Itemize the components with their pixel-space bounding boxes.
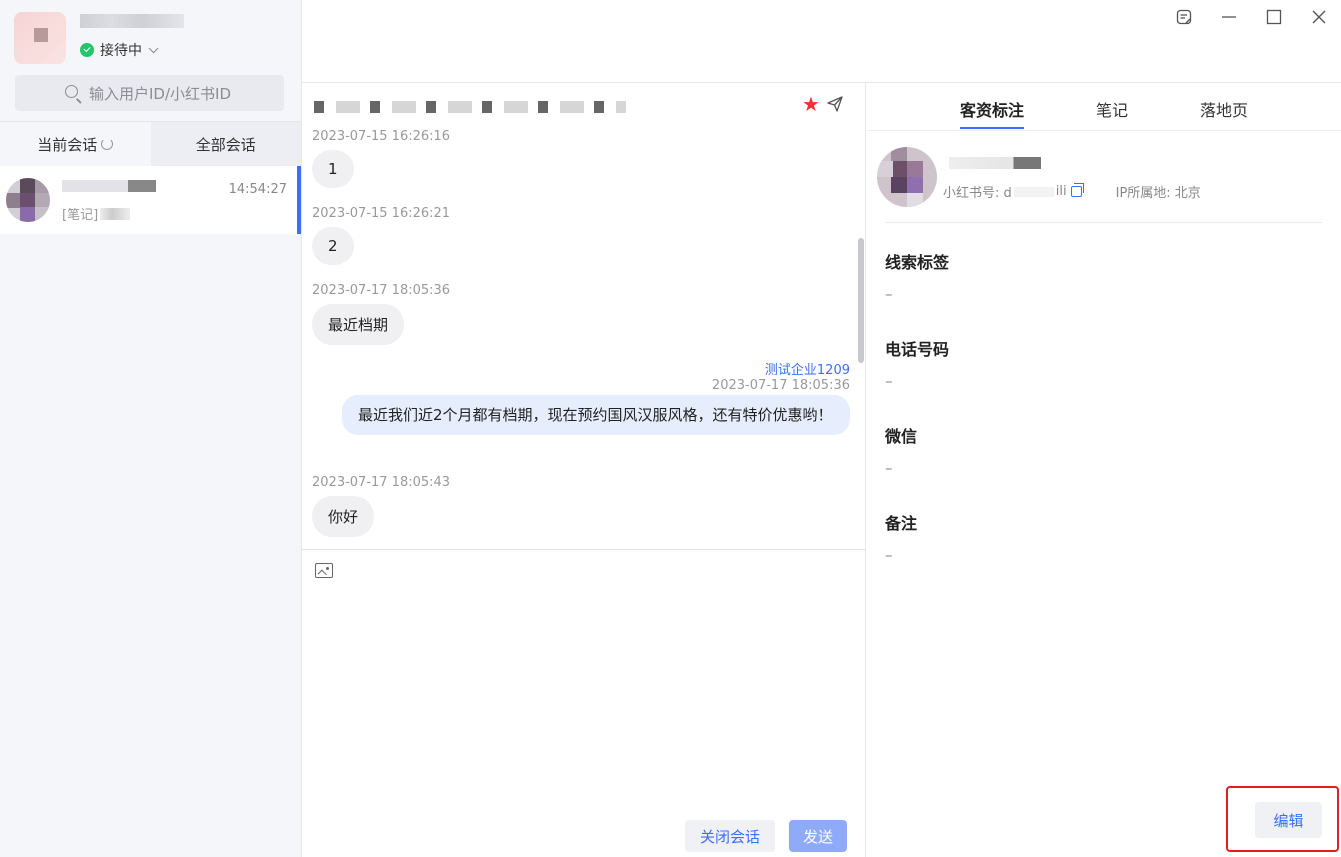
image-upload-icon[interactable] xyxy=(315,563,333,578)
tab-customer-annotation[interactable]: 客资标注 xyxy=(960,101,1025,120)
sidebar: 接待中 输入用户ID/小红书ID 当前会话 全部会话 14:54:27 [笔记] xyxy=(0,0,302,857)
conversation-name-redacted xyxy=(62,180,156,192)
field-value-wechat: – xyxy=(885,459,893,477)
customer-panel: 客资标注 笔记 落地页 小红书号: d ili IP所属地: 北京 线索标签 –… xyxy=(867,83,1341,857)
agent-status-label: 接待中 xyxy=(100,43,142,59)
edit-button[interactable]: 编辑 xyxy=(1255,802,1322,838)
panel-divider xyxy=(885,222,1322,223)
message-bubble: 最近我们近2个月都有档期，现在预约国风汉服风格，还有特价优惠哟！ xyxy=(342,395,850,435)
message-item: 2023-07-17 18:05:36 最近档期 xyxy=(312,283,450,345)
conversation-preview-text: [笔记] xyxy=(62,208,99,223)
message-item: 2023-07-15 16:26:16 1 xyxy=(312,129,450,188)
agent-avatar[interactable] xyxy=(14,12,66,64)
panel-tabs: 客资标注 笔记 落地页 xyxy=(867,83,1341,131)
field-value-lead-tags: – xyxy=(885,285,893,303)
copy-icon[interactable] xyxy=(1070,183,1084,197)
send-button[interactable]: 发送 xyxy=(789,820,847,852)
paper-plane-icon[interactable] xyxy=(826,95,844,113)
notes-icon[interactable] xyxy=(1161,0,1206,34)
message-time: 2023-07-15 16:26:16 xyxy=(312,129,451,144)
message-time: 2023-07-17 18:05:43 xyxy=(312,475,451,490)
message-time: 2023-07-17 18:05:36 xyxy=(711,378,850,393)
message-sender: 测试企业1209 xyxy=(764,363,850,378)
loading-spinner-icon xyxy=(101,138,114,150)
message-item-self: 测试企业1209 2023-07-17 18:05:36 最近我们近2个月都有档… xyxy=(342,359,850,435)
chevron-down-icon xyxy=(148,42,159,53)
conversation-time: 14:54:27 xyxy=(228,182,287,197)
message-bubble: 1 xyxy=(312,150,354,188)
field-label-phone: 电话号码 xyxy=(885,340,950,359)
close-icon[interactable] xyxy=(1296,0,1341,34)
field-value-remarks: – xyxy=(885,546,893,564)
tab-label: 全部会话 xyxy=(195,135,256,154)
message-time: 2023-07-17 18:05:36 xyxy=(312,283,451,298)
tab-landing-page[interactable]: 落地页 xyxy=(1200,101,1249,120)
xhs-id-label: 小红书号: d xyxy=(943,186,1012,201)
tab-label: 当前会话 xyxy=(37,135,98,154)
active-tab-indicator xyxy=(960,127,1024,129)
chat-panel: ★ 2023-07-15 16:26:16 1 2023-07-15 16:26… xyxy=(302,83,866,857)
preview-redacted xyxy=(100,207,131,220)
highlight-box xyxy=(1226,786,1339,852)
message-item: 2023-07-17 18:05:43 你好 xyxy=(312,475,450,537)
field-label-remarks: 备注 xyxy=(885,514,918,533)
customer-meta: 小红书号: d ili IP所属地: 北京 xyxy=(943,182,1201,201)
chat-header: ★ xyxy=(314,93,854,117)
message-bubble: 2 xyxy=(312,227,354,265)
maximize-icon[interactable] xyxy=(1251,0,1296,34)
message-list[interactable]: 2023-07-15 16:26:16 1 2023-07-15 16:26:2… xyxy=(302,123,866,551)
composer-divider xyxy=(302,549,866,550)
message-bubble: 你好 xyxy=(312,496,375,537)
message-bubble: 最近档期 xyxy=(312,304,405,345)
conversation-list-item[interactable]: 14:54:27 [笔记] xyxy=(0,166,301,234)
conversation-avatar xyxy=(6,178,50,222)
window-controls xyxy=(1161,0,1341,34)
chat-title-redacted xyxy=(314,101,626,113)
customer-avatar xyxy=(877,147,937,207)
close-conversation-button[interactable]: 关闭会话 xyxy=(685,820,775,852)
search-icon xyxy=(65,85,78,98)
star-icon[interactable]: ★ xyxy=(802,92,820,116)
field-label-lead-tags: 线索标签 xyxy=(885,253,950,272)
minimize-icon[interactable] xyxy=(1206,0,1251,34)
message-item: 2023-07-15 16:26:21 2 xyxy=(312,206,450,265)
conversation-tabs: 当前会话 全部会话 xyxy=(0,121,301,166)
message-scrollbar[interactable] xyxy=(858,238,864,363)
field-label-wechat: 微信 xyxy=(885,427,918,446)
field-value-phone: – xyxy=(885,372,893,390)
tab-current-conversations[interactable]: 当前会话 xyxy=(0,122,151,166)
xhs-id-redacted xyxy=(1013,186,1054,197)
message-time: 2023-07-15 16:26:21 xyxy=(312,206,451,221)
conversation-preview: [笔记] xyxy=(62,204,131,223)
search-input[interactable]: 输入用户ID/小红书ID xyxy=(15,75,284,111)
tab-notes[interactable]: 笔记 xyxy=(1096,101,1129,120)
tab-all-conversations[interactable]: 全部会话 xyxy=(150,122,301,166)
customer-name-redacted xyxy=(949,157,1041,169)
status-check-icon xyxy=(80,43,94,57)
agent-name-redacted xyxy=(80,14,184,28)
xhs-id-suffix: ili xyxy=(1055,184,1067,199)
top-divider xyxy=(302,82,1341,83)
agent-status-dropdown[interactable]: 接待中 xyxy=(80,40,184,60)
agent-profile: 接待中 xyxy=(14,12,184,64)
ip-location: IP所属地: 北京 xyxy=(1115,186,1201,201)
search-placeholder: 输入用户ID/小红书ID xyxy=(89,84,232,103)
